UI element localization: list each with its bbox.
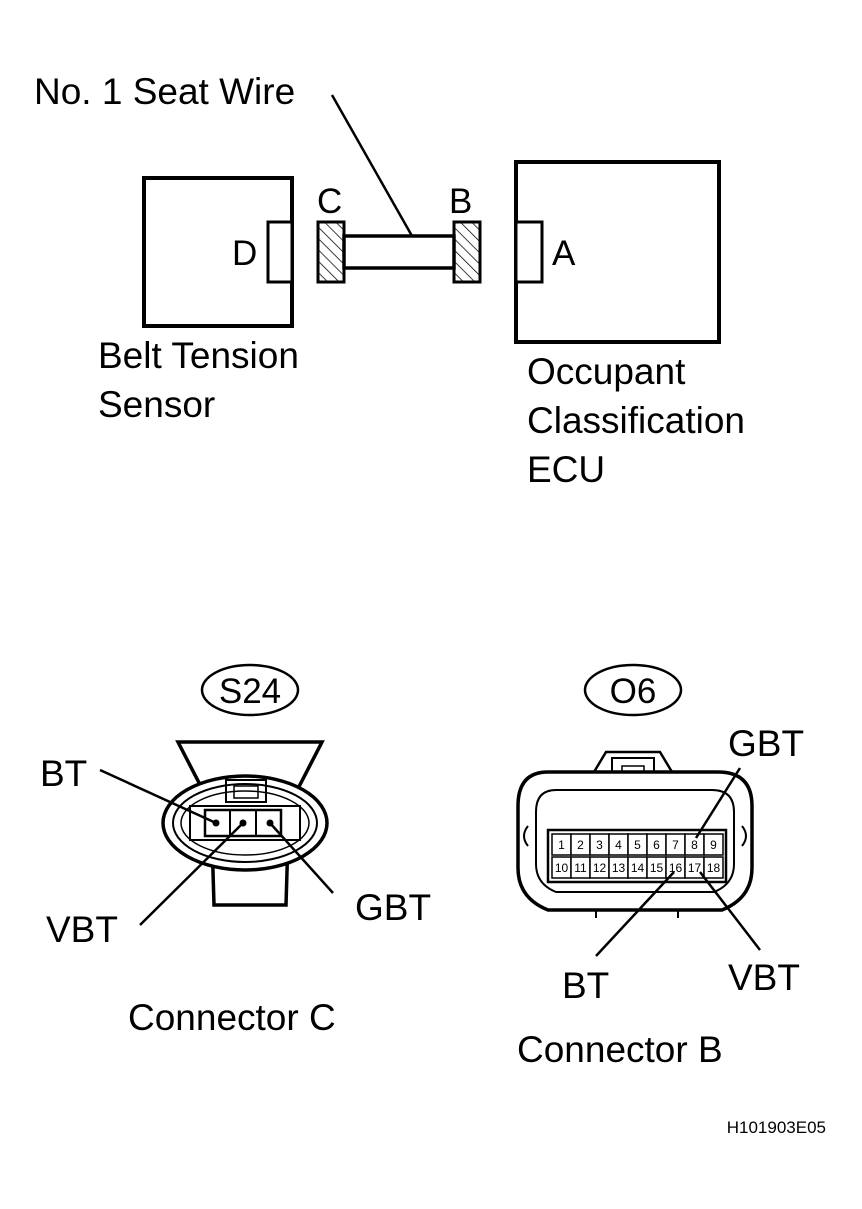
connector-d-label: D: [232, 234, 257, 273]
connector-b-vbt-leader: [699, 871, 761, 951]
terminal-number: 6: [653, 838, 660, 852]
terminal-number: 17: [688, 861, 702, 875]
ecu-label-line3: ECU: [527, 449, 605, 490]
connector-b-pin-vbt: VBT: [728, 957, 800, 998]
terminal-number: 4: [615, 838, 622, 852]
seat-wire-label: No. 1 Seat Wire: [34, 71, 295, 112]
terminal-number: 7: [672, 838, 679, 852]
connector-c-code-ellipse: [200, 663, 300, 717]
occupant-ecu-box: [514, 160, 721, 344]
terminal-number: 11: [574, 861, 587, 875]
terminal-cell: [703, 856, 724, 879]
connector-b-code-ellipse: [583, 663, 683, 717]
terminal-number: 1: [558, 838, 565, 852]
connector-b-caption: Connector B: [517, 1029, 723, 1070]
connector-c-pin-bt: BT: [40, 753, 87, 794]
terminal-number: 13: [612, 861, 626, 875]
connector-b-pin-gbt: GBT: [728, 723, 804, 764]
connector-b-code: O6: [610, 672, 657, 711]
seat-wire-leader: [330, 94, 414, 237]
terminal-number: 8: [691, 838, 698, 852]
connector-b-bt-leader: [595, 871, 675, 957]
terminal-number: 10: [555, 861, 569, 875]
terminal-number: 12: [593, 861, 607, 875]
terminal-number: 15: [650, 861, 664, 875]
wire-end-c-label: C: [317, 182, 342, 221]
terminal-number: 5: [634, 838, 641, 852]
connector-c-caption: Connector C: [128, 997, 336, 1038]
connector-b-gbt-leader: [694, 767, 742, 839]
ecu-label-line2: Classification: [527, 400, 745, 441]
connector-c-block: [316, 220, 346, 284]
connector-c-code: S24: [219, 672, 281, 711]
connector-b-pin-bt: BT: [562, 965, 609, 1006]
terminal-number: 3: [596, 838, 603, 852]
connector-c-pin-vbt: VBT: [46, 909, 118, 950]
terminal-number: 9: [710, 838, 717, 852]
connector-c-drawing: S24: [99, 663, 334, 926]
wire-end-b-label: B: [449, 182, 472, 221]
connector-d-block: [266, 220, 294, 284]
terminal-cell: [703, 833, 724, 856]
ecu-label-line1: Occupant: [527, 351, 686, 392]
terminal-number: 2: [577, 838, 584, 852]
figure-id: H101903E05: [727, 1118, 826, 1137]
connector-a-label: A: [552, 234, 576, 273]
belt-tension-label-line2: Sensor: [98, 384, 215, 425]
connector-b-drawing: O6: [516, 663, 754, 918]
seat-wire-harness: [342, 234, 456, 270]
terminal-number: 16: [669, 861, 683, 875]
connector-b-block: [452, 220, 482, 284]
terminal-number: 18: [707, 861, 721, 875]
connector-c-pin-gbt: GBT: [355, 887, 431, 928]
connector-a-block: [514, 220, 544, 284]
belt-tension-label-line1: Belt Tension: [98, 335, 299, 376]
terminal-number: 14: [631, 861, 645, 875]
